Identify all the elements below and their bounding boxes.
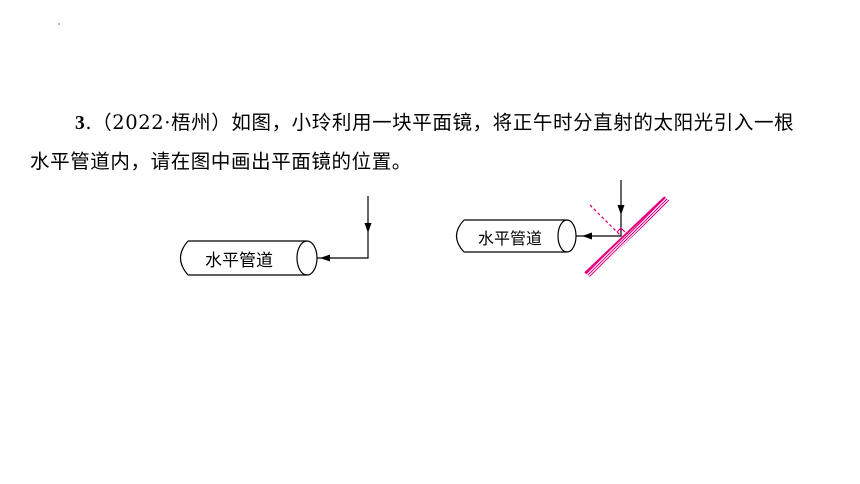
question-number: 3: [75, 113, 86, 134]
hatch-line: [585, 197, 670, 277]
right-ray-arrowhead-left: [582, 232, 592, 240]
hatch-line: [585, 197, 670, 277]
right-pipe-label: 水平管道: [478, 229, 542, 248]
question-line-2: 水平管道内，请在图中画出平面镜的位置。: [30, 150, 412, 173]
right-ray-arrowhead-down: [617, 205, 625, 215]
hatch-line: [585, 197, 670, 277]
hatch-line: [585, 197, 660, 277]
hatch-line: [585, 197, 670, 277]
right-pipe: [455, 219, 567, 253]
hatch-line: [585, 197, 669, 277]
slide-marker-dot: [58, 23, 60, 25]
left-pipe-label: 水平管道: [205, 251, 273, 271]
hatch-line: [585, 197, 657, 277]
hatch-line: [587, 197, 670, 277]
hatch-line: [585, 197, 654, 277]
hatch-line: [585, 197, 670, 277]
hatch-line: [585, 197, 670, 277]
hatch-line: [585, 197, 670, 277]
left-ray-arrowhead-down: [364, 223, 372, 233]
right-light-ray: [576, 180, 622, 237]
question-line-1: 3.（2022·梧州）如图，小玲利用一块平面镜，将正午时分直射的太阳光引入一根: [30, 104, 830, 143]
hatch-line: [585, 197, 666, 277]
left-ray-arrowhead-left: [320, 254, 330, 262]
hatch-line: [585, 197, 663, 277]
right-figure: 水平管道: [455, 180, 670, 277]
left-light-ray: [317, 196, 369, 259]
mirror-normal-line: [589, 204, 622, 237]
left-figure: 水平管道: [179, 196, 372, 276]
right-pipe-opening: [557, 219, 577, 253]
left-pipe: [179, 240, 307, 276]
left-pipe-opening: [296, 240, 318, 276]
question-intro: .（2022·梧州）如图，小玲利用一块平面镜，将正午时分直射的太阳光引入一根: [85, 111, 795, 134]
right-angle-mark: [616, 227, 626, 233]
hatch-line: [585, 197, 670, 277]
question-text: 3.（2022·梧州）如图，小玲利用一块平面镜，将正午时分直射的太阳光引入一根 …: [30, 104, 830, 181]
